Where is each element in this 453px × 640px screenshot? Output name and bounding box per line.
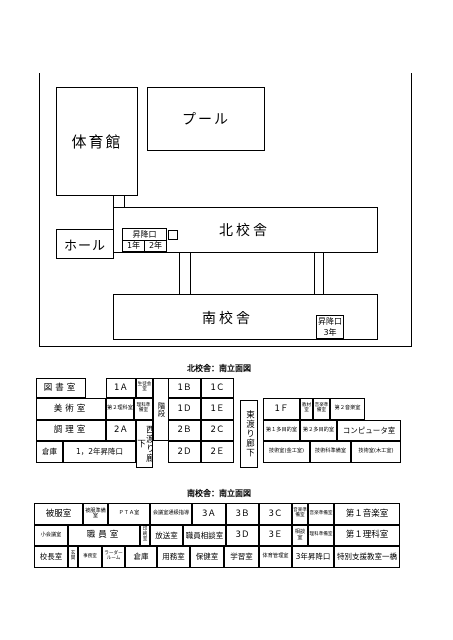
room-study: 学習室 <box>224 546 259 568</box>
room-pta: ＰＴＡ室 <box>108 503 150 525</box>
hall-label: ホール <box>63 238 106 254</box>
room-student-council: 生徒会室 <box>136 378 153 398</box>
north-entrance: 昇降口 1年 2年 <box>122 228 167 252</box>
south-elevation-caption: 南校舎：南立面図 <box>187 489 251 498</box>
room-music-prep: 音楽準備室 <box>313 398 330 420</box>
north-entrance-1st-year: 1年 <box>126 241 141 250</box>
room-principal: 校長室 <box>34 546 68 568</box>
room-multipurpose-1: 第１多目的室 <box>263 420 300 441</box>
north-entrance-label: 昇降口 <box>132 230 157 239</box>
site-boundary-left <box>39 73 40 347</box>
room-1a: 1Ａ <box>106 378 136 398</box>
entrance-3rd-year: 3年昇降口 <box>292 546 334 568</box>
north-entrance-2nd-year: 2年 <box>148 241 163 250</box>
room-1e: 1Ｅ <box>201 398 234 420</box>
room-small-conference: 小会議室 <box>34 525 68 546</box>
room-pe-management: 体育管理室 <box>259 546 292 568</box>
room-sewing: 被服室 <box>34 503 83 525</box>
room-1f: 1Ｆ <box>263 398 300 420</box>
east-corridor <box>314 253 324 295</box>
south-entrance-label: 昇降口 <box>318 317 342 326</box>
room-materials: 教材室 <box>300 398 313 420</box>
entrance-main: 玄関 <box>68 546 78 568</box>
north-entrance-split <box>144 240 145 251</box>
room-computer: コンピュータ室 <box>337 420 401 441</box>
room-storage-south: 倉庫 <box>125 546 157 568</box>
gym-building: 体育館 <box>56 87 138 196</box>
room-science-2-prep: 第２理科室 <box>106 398 134 420</box>
room-tech-prep: 技術科準備室 <box>310 441 351 463</box>
south-building-label: 南校舎 <box>202 311 253 327</box>
room-office: 事務室 <box>78 546 102 568</box>
room-music-prep-a: 音楽準備室 <box>292 503 308 525</box>
room-broadcast: 放送室 <box>150 525 183 546</box>
pool-building: プール <box>147 87 265 151</box>
room-staff: 職員室 <box>68 525 140 546</box>
south-entrance-3rd-year: 3年 <box>323 328 337 337</box>
room-storage: 倉庫 <box>36 441 63 463</box>
room-3d: 3Ｄ <box>226 525 259 546</box>
room-special-support: 特別支援教室一橋 <box>334 546 400 568</box>
room-1c: 1Ｃ <box>201 378 234 398</box>
south-entrance: 昇降口 3年 <box>316 315 344 339</box>
room-2c: 2Ｃ <box>201 420 234 441</box>
room-music-2: 第２音楽室 <box>330 398 365 420</box>
room-science-prep: 理科準備室 <box>134 398 153 420</box>
room-music-1: 第１音楽室 <box>334 503 400 525</box>
room-2b: 2Ｂ <box>168 420 201 441</box>
gym-connector <box>113 196 125 210</box>
room-3a: 3Ａ <box>192 503 226 525</box>
room-art: 美術室 <box>36 398 106 420</box>
room-printing: 印刷室 <box>140 525 150 546</box>
hall-building: ホール <box>56 229 114 259</box>
site-boundary-right <box>411 73 412 347</box>
room-consultation: 相談室 <box>292 525 308 546</box>
pool-label: プール <box>182 112 230 128</box>
room-cooking: 調理室 <box>36 420 106 441</box>
room-science-prep-south: 理科準備室 <box>308 525 334 546</box>
north-small-box <box>168 230 178 240</box>
room-lounge: ラーダールーム <box>102 546 125 568</box>
room-3c: 3Ｃ <box>259 503 292 525</box>
room-sewing-prep: 被服準備室 <box>83 503 108 525</box>
north-elevation-caption: 北校舎：南立面図 <box>187 364 251 373</box>
east-corridor-label: 東渡り廊下 <box>240 400 258 468</box>
room-2e: 2Ｅ <box>201 441 234 463</box>
room-2a: 2Ａ <box>106 420 136 441</box>
north-building-label: 北校舎 <box>219 223 270 239</box>
room-3e: 3Ｅ <box>259 525 292 546</box>
room-3b: 3Ｂ <box>226 503 259 525</box>
room-custodian: 用務室 <box>157 546 190 568</box>
room-nurse: 保健室 <box>190 546 224 568</box>
west-corridor <box>179 253 191 295</box>
room-tech-metal: 技術室(金工室) <box>263 441 310 463</box>
room-conference-guidance: 会議室通級指導 <box>150 503 192 525</box>
site-boundary-bottom <box>39 346 412 347</box>
room-music-prep-b: 音楽準備室 <box>308 503 334 525</box>
west-corridor-label: 西渡り廊下 <box>136 420 153 468</box>
room-science-1: 第１理科室 <box>334 525 400 546</box>
room-1d: 1Ｄ <box>168 398 201 420</box>
gym-label: 体育館 <box>71 133 123 151</box>
room-multipurpose-2: 第２多目的室 <box>300 420 337 441</box>
room-library: 図書室 <box>36 378 86 398</box>
room-tech-wood: 技術室(木工室) <box>351 441 401 463</box>
entrance-1-2-year: 1，2年昇降口 <box>63 441 136 463</box>
room-2d: 2Ｄ <box>168 441 201 463</box>
room-1b: 1Ｂ <box>168 378 201 398</box>
stairs-label: 階段 <box>153 378 168 441</box>
room-staff-consult: 職員相談室 <box>183 525 226 546</box>
